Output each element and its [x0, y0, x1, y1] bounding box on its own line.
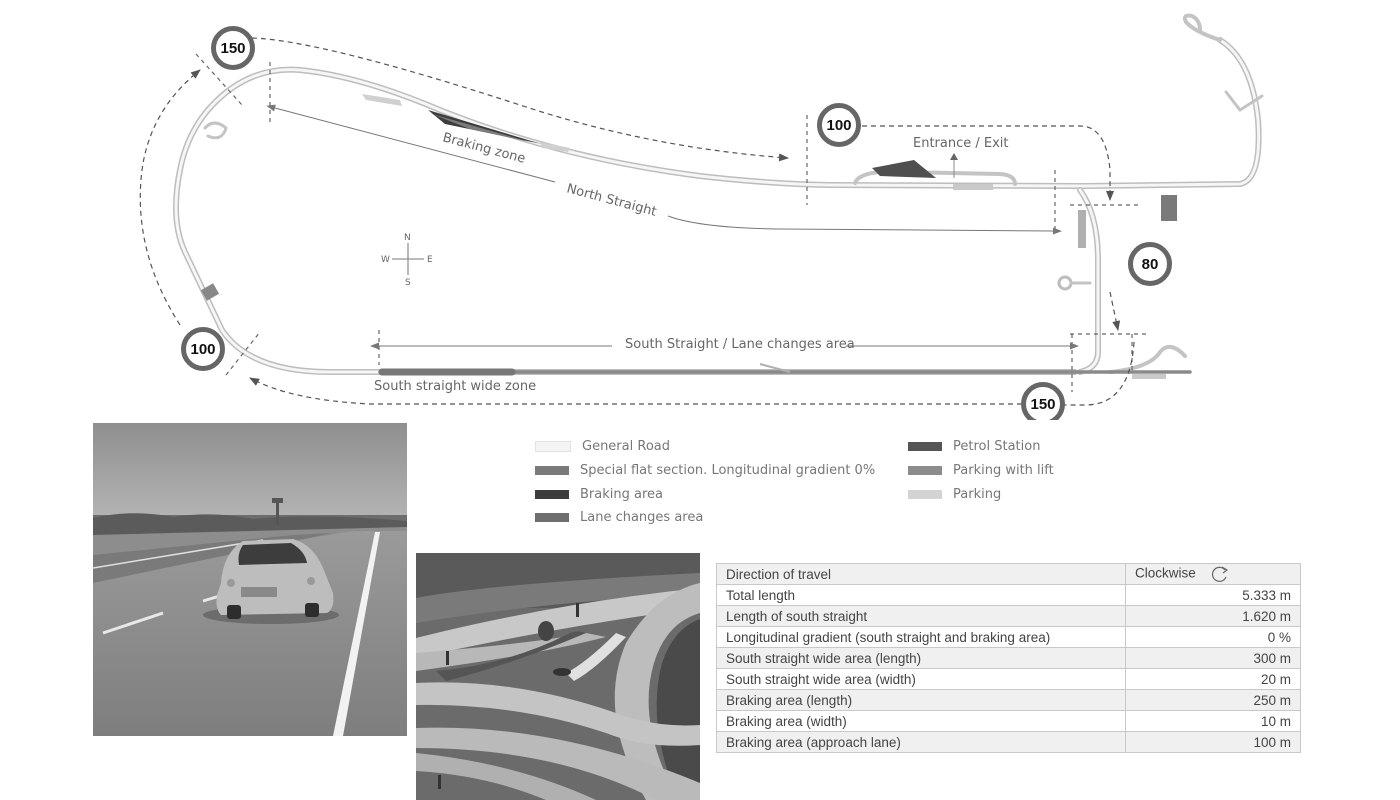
- speed-sign-north-value: 100: [826, 117, 851, 134]
- photo-car-on-straight: [93, 423, 407, 736]
- spec-value: 20 m: [1125, 668, 1301, 690]
- speed-sign-east-value: 80: [1142, 256, 1159, 273]
- table-row: Braking area (approach lane) 100 m: [716, 731, 1301, 753]
- span-arrows: [266, 104, 1079, 350]
- speed-sign-sw-value: 100: [190, 341, 215, 358]
- compass-s: S: [405, 278, 411, 288]
- spec-label: Braking area (width): [716, 710, 1126, 732]
- south-straight-section: [378, 363, 1192, 376]
- legend-general-road: General Road: [535, 436, 670, 456]
- entrance-exit-label: Entrance / Exit: [913, 136, 1009, 151]
- petrol-station: [872, 160, 936, 178]
- legend-label-general-road: General Road: [582, 438, 670, 454]
- south-wide-zone-label: South straight wide zone: [374, 379, 536, 394]
- spec-value: 0 %: [1125, 626, 1301, 648]
- table-row: South straight wide area (width) 20 m: [716, 668, 1301, 690]
- speed-sign-sw: 100: [181, 327, 225, 371]
- compass-w: W: [381, 255, 390, 265]
- facilities: [200, 153, 1177, 379]
- legend-label-petrol-station: Petrol Station: [953, 438, 1041, 454]
- parking-north: [953, 184, 993, 190]
- map-legend: General Road Special flat section. Longi…: [535, 436, 1135, 536]
- legend-petrol-station: Petrol Station: [908, 436, 1040, 456]
- legend-lane-changes-area: Lane changes area: [535, 507, 703, 527]
- spec-value: 10 m: [1125, 710, 1301, 732]
- speed-sign-nw-value: 150: [220, 40, 245, 57]
- speed-sign-se: 150: [1021, 382, 1065, 420]
- spec-value: 250 m: [1125, 689, 1301, 711]
- north-straight-label: North Straight: [565, 181, 658, 219]
- parking-se: [1132, 374, 1166, 379]
- speed-sign-nw: 150: [211, 26, 255, 70]
- legend-label-lane-changes: Lane changes area: [580, 509, 704, 525]
- legend-swatch-lane-changes: [535, 512, 569, 522]
- track-specs-table: Direction of travel Clockwise Total leng…: [716, 563, 1301, 753]
- legend-swatch-petrol-station: [908, 441, 942, 451]
- circuit-road: [173, 13, 1264, 375]
- legend-swatch-general-road: [535, 440, 571, 452]
- table-row: Braking area (width) 10 m: [716, 710, 1301, 732]
- spec-value: 5.333 m: [1125, 584, 1301, 606]
- spec-label: South straight wide area (length): [716, 647, 1126, 669]
- speed-sign-north: 100: [817, 103, 861, 147]
- legend-swatch-parking: [908, 489, 942, 499]
- photo-aerial-junction: [416, 553, 700, 800]
- table-row: Braking area (length) 250 m: [716, 689, 1301, 711]
- speed-sign-east: 80: [1128, 242, 1172, 286]
- spec-value: 100 m: [1125, 731, 1301, 753]
- spec-label: South straight wide area (width): [716, 668, 1126, 690]
- legend-label-braking-area: Braking area: [580, 486, 663, 502]
- spec-value: 1.620 m: [1125, 605, 1301, 627]
- compass-n: N: [404, 233, 411, 243]
- table-row: Longitudinal gradient (south straight an…: [716, 626, 1301, 648]
- spec-value: 300 m: [1125, 647, 1301, 669]
- legend-parking-with-lift: Parking with lift: [908, 460, 1054, 480]
- spec-label: Braking area (approach lane): [716, 731, 1126, 753]
- compass: N E S W: [381, 233, 433, 288]
- clockwise-icon: [1211, 566, 1228, 582]
- spec-label: Length of south straight: [716, 605, 1126, 627]
- parking-east: [1078, 210, 1086, 248]
- parking-with-lift: [1161, 195, 1177, 221]
- legend-braking-area: Braking area: [535, 484, 663, 504]
- parking-west: [200, 283, 220, 301]
- legend-swatch-parking-lift: [908, 465, 942, 475]
- legend-swatch-special-flat: [535, 465, 569, 475]
- table-row: Length of south straight 1.620 m: [716, 605, 1301, 627]
- direction-arrows: [139, 37, 1135, 406]
- spec-label: Braking area (length): [716, 689, 1126, 711]
- speed-sign-se-value: 150: [1030, 396, 1055, 413]
- spec-value: Clockwise: [1125, 563, 1301, 585]
- legend-parking: Parking: [908, 484, 1001, 504]
- table-row-direction: Direction of travel Clockwise: [716, 563, 1301, 585]
- south-straight-label: South Straight / Lane changes area: [625, 337, 855, 352]
- legend-label-parking-lift: Parking with lift: [953, 462, 1054, 478]
- spec-label: Longitudinal gradient (south straight an…: [716, 626, 1126, 648]
- braking-zone: [362, 94, 570, 152]
- legend-label-parking: Parking: [953, 486, 1002, 502]
- compass-e: E: [427, 255, 433, 265]
- track-map: Braking zone North Straight Entrance / E…: [139, 13, 1264, 420]
- table-row: Total length 5.333 m: [716, 584, 1301, 606]
- legend-label-special-flat: Special flat section. Longitudinal gradi…: [580, 462, 876, 478]
- legend-swatch-braking-area: [535, 489, 569, 499]
- legend-special-flat-section: Special flat section. Longitudinal gradi…: [535, 460, 875, 480]
- spec-label: Total length: [716, 584, 1126, 606]
- table-row: South straight wide area (length) 300 m: [716, 647, 1301, 669]
- spec-label: Direction of travel: [716, 563, 1126, 585]
